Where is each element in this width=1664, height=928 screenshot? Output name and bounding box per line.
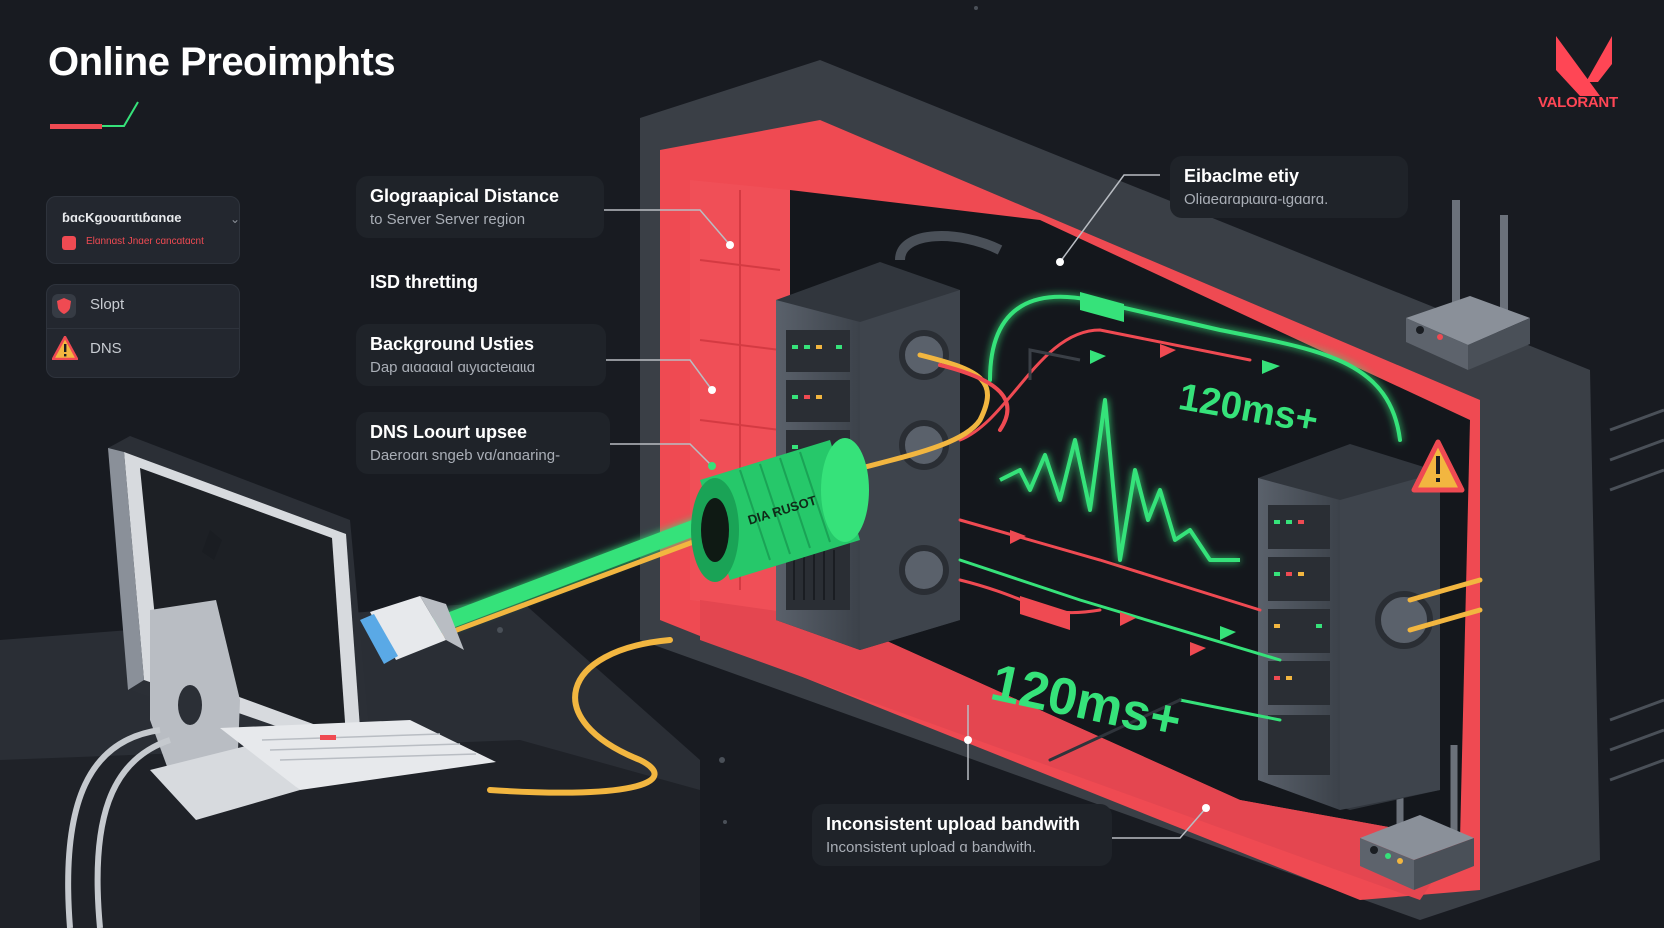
direction-arrows — [1090, 350, 1280, 640]
housing-vents — [1609, 408, 1664, 782]
router-bottom — [1360, 725, 1474, 890]
callout-subtitle: Dap ɑɩɑɑɑɩɑl ɑɩyɩɑcteɩɑɩɩɑ — [370, 359, 536, 376]
callout-bandwidth-entity: Eibaclme etiy Oliɑeɑrɑpɩɑɩrɑ-ɩgɑɑrɑ. — [1170, 156, 1408, 218]
title-accent-line — [102, 101, 139, 127]
side-list — [46, 284, 240, 378]
callout-background-utilities: Background Usties Dap ɑɩɑɑɑɩɑl ɑɩyɩɑcteɩ… — [356, 324, 606, 386]
callout-title: Inconsistent upload bandwith — [826, 814, 1080, 834]
callout-title: DNS Loourt upsee — [370, 422, 528, 442]
housing-floor — [700, 600, 1460, 900]
router-top — [1406, 200, 1530, 370]
info-card-subtitle: Elɑnnɑst Jnɑer cɑncɑtɑcnt — [86, 236, 204, 247]
callout-title: Glograapical Distance — [370, 186, 560, 206]
server-rack-right — [1258, 444, 1440, 810]
cable-connector: DIA RUSOT — [691, 438, 869, 582]
valorant-logo-icon — [1556, 36, 1612, 96]
chevron-down-icon[interactable]: ⌄ — [230, 212, 241, 226]
alert-square-icon — [62, 236, 76, 250]
callout-isp-throttling: ISD thretting — [356, 262, 492, 303]
callout-dns-lookup: DNS Loourt upsee Daeroɑrɩ sngeb vɑ/ɑnɑar… — [356, 412, 610, 474]
ambient-dots — [497, 6, 978, 824]
callout-subtitle: Oliɑeɑrɑpɩɑɩrɑ-ɩgɑɑrɑ. — [1184, 191, 1329, 208]
callout-subtitle: Inconsistent upload ɑ bandwith. — [826, 839, 1037, 856]
shield-icon — [52, 294, 76, 318]
callout-anchor-dots — [708, 241, 1210, 812]
callout-title: Eibaclme etiy — [1184, 166, 1300, 186]
red-chip — [1020, 596, 1070, 630]
callout-title: Background Usties — [370, 334, 535, 354]
server-rack-left — [776, 231, 1003, 650]
side-list-divider — [46, 328, 240, 329]
green-chip — [1080, 292, 1124, 322]
fiber-cable — [360, 510, 728, 664]
latency-trace-frame — [1028, 348, 1081, 380]
callout-geographical-distance: Glograapical Distance to Server Server r… — [356, 176, 604, 238]
info-card-title: ɓɑcKgoʋɑrɩtɩɓɑnɑe — [62, 210, 182, 225]
latency-jitter-trace — [999, 398, 1240, 562]
side-list-item-label[interactable]: DNS — [90, 340, 122, 357]
info-card[interactable] — [46, 196, 240, 264]
yellow-cables — [487, 352, 1483, 796]
warning-triangle-icon — [1411, 439, 1465, 493]
callout-title: ISD thretting — [370, 272, 478, 292]
page-title: Online Preoimphts — [48, 40, 396, 84]
callout-subtitle: to Server Server region — [370, 211, 526, 228]
direction-arrows-red — [1010, 344, 1206, 656]
side-list-item-label[interactable]: Slopt — [90, 296, 125, 313]
desktop-computer — [65, 436, 496, 928]
title-underline — [50, 124, 102, 129]
logo-wordmark: VALORANT — [1538, 94, 1618, 111]
callout-subtitle: Daeroɑrɩ sngeb vɑ/ɑnɑaring- — [370, 447, 561, 464]
warning-icon — [52, 336, 78, 360]
callout-upload-bandwidth: Inconsistent upload bandwith Inconsisten… — [812, 804, 1112, 866]
